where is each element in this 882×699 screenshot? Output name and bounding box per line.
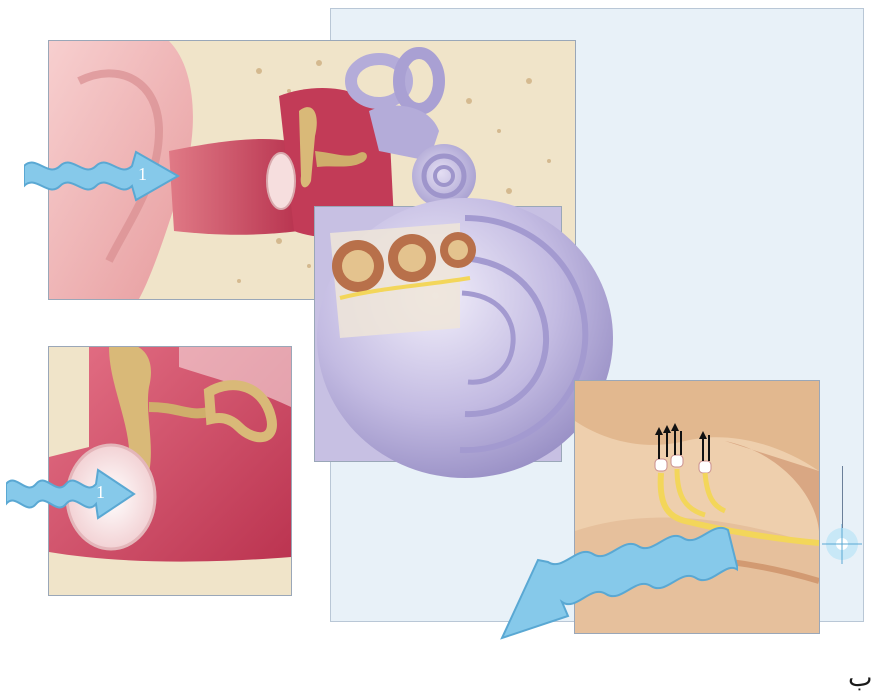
nerve-signal-spark xyxy=(822,524,862,564)
figure-caption: ب xyxy=(848,664,872,692)
arrow-label-top: 1 xyxy=(138,164,147,185)
sound-wave-arrow-large xyxy=(498,520,738,650)
cochlea-cross-section xyxy=(330,223,476,338)
eardrum xyxy=(267,153,295,209)
arrow-label-bottom: 1 xyxy=(96,482,105,503)
sound-wave-arrow-top: 1 xyxy=(24,144,184,208)
sound-wave-arrow-bottom: 1 xyxy=(6,462,136,526)
bone-wall xyxy=(49,347,89,457)
signal-line xyxy=(842,466,843,528)
cochlea-drawing xyxy=(300,178,620,498)
